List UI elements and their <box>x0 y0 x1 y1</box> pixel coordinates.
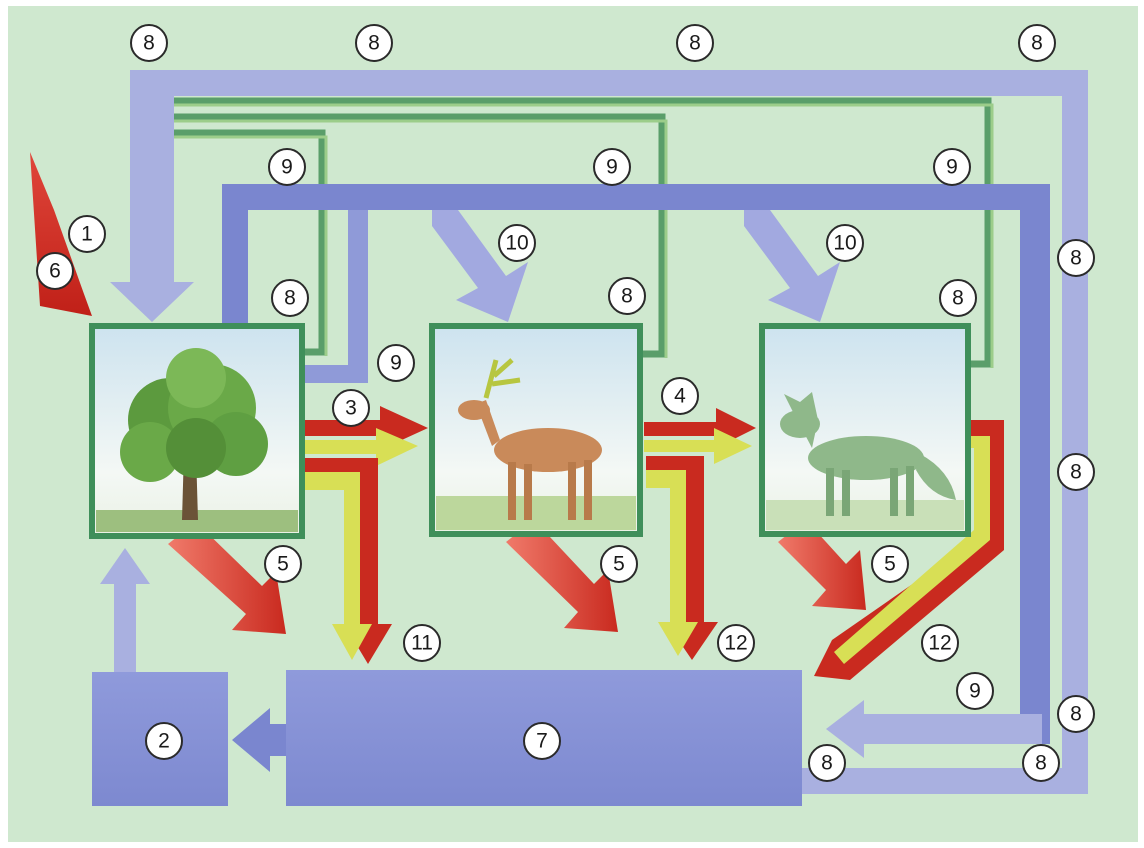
label-resp-5a: 5 <box>264 545 302 583</box>
label-dead-12b: 12 <box>921 624 959 662</box>
label-bottom-8b: 8 <box>1022 744 1060 782</box>
producer-panel <box>89 323 305 539</box>
label-right-8c: 8 <box>1057 695 1095 733</box>
svg-text:9: 9 <box>390 352 402 375</box>
svg-text:8: 8 <box>143 32 155 55</box>
tree-icon <box>96 348 298 532</box>
herbivore-panel <box>429 323 643 537</box>
heat-flow-loops <box>174 97 992 368</box>
label-flow-3: 3 <box>332 389 370 427</box>
svg-text:8: 8 <box>1035 752 1047 775</box>
svg-text:9: 9 <box>946 156 958 179</box>
svg-text:9: 9 <box>281 156 293 179</box>
label-right-8a: 8 <box>1057 239 1095 277</box>
svg-text:8: 8 <box>1070 461 1082 484</box>
svg-text:8: 8 <box>952 287 964 310</box>
label-resp-5b: 5 <box>600 545 638 583</box>
svg-text:5: 5 <box>613 553 625 576</box>
fox-icon <box>766 392 964 530</box>
label-flow-4: 4 <box>661 377 699 415</box>
label-right-8b: 8 <box>1057 453 1095 491</box>
label-loop-9b: 9 <box>593 148 631 186</box>
matter-return-arrow <box>826 700 1042 758</box>
svg-text:9: 9 <box>606 156 618 179</box>
label-dead-12a: 12 <box>717 624 755 662</box>
svg-text:6: 6 <box>49 260 61 283</box>
svg-text:8: 8 <box>689 32 701 55</box>
svg-text:8: 8 <box>368 32 380 55</box>
label-in-10a: 10 <box>498 224 536 262</box>
label-pool-7: 7 <box>523 722 561 760</box>
svg-text:12: 12 <box>928 632 951 655</box>
label-top-8c: 8 <box>676 24 714 62</box>
matter-flow-outer-loop <box>110 70 1088 794</box>
svg-text:8: 8 <box>284 287 296 310</box>
svg-text:8: 8 <box>1070 247 1082 270</box>
label-in-10b: 10 <box>826 224 864 262</box>
decomposer-inner-flow <box>300 210 368 383</box>
carnivore-panel <box>759 323 971 537</box>
svg-text:11: 11 <box>411 632 433 655</box>
svg-text:10: 10 <box>833 232 856 255</box>
pool-transfer-arrow <box>232 708 286 772</box>
label-mid-9: 9 <box>377 344 415 382</box>
energy-transfer-arrows <box>304 406 756 466</box>
svg-text:8: 8 <box>821 752 833 775</box>
label-bottom-8a: 8 <box>808 744 846 782</box>
label-resp-5c: 5 <box>871 545 909 583</box>
svg-text:8: 8 <box>621 285 633 308</box>
label-sun-1: 1 <box>68 215 106 253</box>
label-top-8b: 8 <box>355 24 393 62</box>
nutrient-uptake-arrow <box>100 548 150 672</box>
label-loop-9c: 9 <box>933 148 971 186</box>
label-low-9: 9 <box>956 672 994 710</box>
deer-icon <box>436 358 636 530</box>
label-pool-2: 2 <box>145 722 183 760</box>
label-dead-11: 11 <box>403 624 441 662</box>
svg-text:10: 10 <box>505 232 528 255</box>
decomposer-return-flow <box>222 184 1050 744</box>
label-sun-6: 6 <box>36 252 74 290</box>
svg-text:7: 7 <box>536 730 548 753</box>
svg-text:8: 8 <box>1031 32 1043 55</box>
label-box-8c: 8 <box>939 279 977 317</box>
svg-text:2: 2 <box>158 730 170 753</box>
svg-text:5: 5 <box>884 553 896 576</box>
label-top-8a: 8 <box>130 24 168 62</box>
svg-text:12: 12 <box>724 632 747 655</box>
svg-text:8: 8 <box>1070 703 1082 726</box>
svg-text:3: 3 <box>345 397 357 420</box>
svg-text:1: 1 <box>81 223 93 246</box>
label-loop-9a: 9 <box>268 148 306 186</box>
matter-input-arrows <box>432 210 840 322</box>
label-box-8b: 8 <box>608 277 646 315</box>
svg-text:9: 9 <box>969 680 981 703</box>
svg-text:5: 5 <box>277 553 289 576</box>
label-box-8a: 8 <box>271 279 309 317</box>
label-top-8d: 8 <box>1018 24 1056 62</box>
dead-matter-arrows <box>304 420 1004 680</box>
respiration-arrows <box>168 520 866 634</box>
svg-text:4: 4 <box>674 385 686 408</box>
